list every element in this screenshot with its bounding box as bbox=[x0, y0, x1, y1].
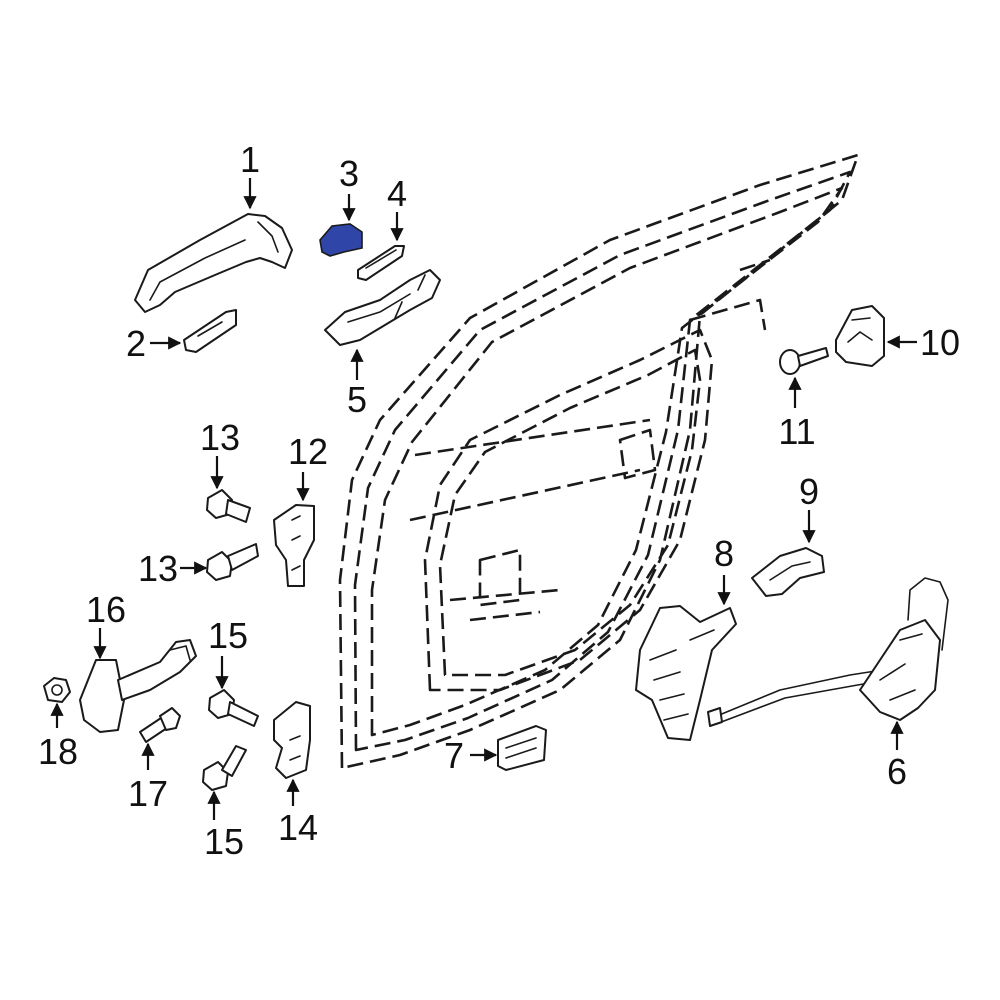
callout-2: 2 bbox=[126, 323, 146, 364]
striker-part bbox=[835, 305, 885, 367]
screw-part bbox=[779, 347, 829, 375]
callout-13b: 13 bbox=[138, 548, 178, 589]
door-latch-part bbox=[707, 577, 949, 727]
cylinder-cover-part bbox=[319, 223, 363, 257]
handle-bracket-part bbox=[324, 269, 441, 346]
callout-9: 9 bbox=[799, 471, 819, 512]
callout-13a: 13 bbox=[200, 417, 240, 458]
outside-handle-part bbox=[134, 213, 293, 313]
callout-6: 6 bbox=[887, 751, 907, 792]
bolt-part-lower bbox=[206, 543, 259, 581]
gasket-part bbox=[357, 245, 405, 281]
callout-8: 8 bbox=[714, 533, 734, 574]
door-outline bbox=[338, 153, 860, 770]
bolt-part-15a bbox=[208, 689, 259, 727]
escutcheon-part bbox=[183, 309, 237, 353]
lower-hinge-part bbox=[273, 701, 311, 779]
callout-10: 10 bbox=[920, 322, 960, 363]
link-clip-part bbox=[751, 547, 825, 597]
callout-11: 11 bbox=[778, 411, 815, 452]
callout-4: 4 bbox=[387, 173, 407, 214]
callout-17: 17 bbox=[128, 773, 168, 814]
bolt-part-15b bbox=[202, 745, 247, 791]
callout-labels: 1 2 3 4 5 6 7 8 9 10 11 12 13 13 14 15 1… bbox=[38, 139, 960, 862]
callout-16: 16 bbox=[86, 589, 126, 630]
seal-pad-part bbox=[497, 725, 547, 771]
callout-15a: 15 bbox=[208, 615, 248, 656]
inner-handle-part bbox=[635, 605, 737, 741]
callout-arrows bbox=[50, 178, 917, 820]
callout-7: 7 bbox=[444, 735, 464, 776]
bolt-part-17 bbox=[139, 707, 181, 743]
callout-18: 18 bbox=[38, 731, 78, 772]
callout-14: 14 bbox=[278, 807, 318, 848]
callout-15b: 15 bbox=[204, 821, 244, 862]
callout-3: 3 bbox=[339, 153, 359, 194]
upper-hinge-part bbox=[273, 504, 315, 587]
door-check-part bbox=[79, 639, 197, 733]
callout-1: 1 bbox=[240, 139, 260, 180]
callout-5: 5 bbox=[347, 379, 367, 420]
bolt-part-upper bbox=[206, 489, 251, 523]
callout-12: 12 bbox=[288, 431, 328, 472]
nut-part bbox=[43, 677, 71, 703]
